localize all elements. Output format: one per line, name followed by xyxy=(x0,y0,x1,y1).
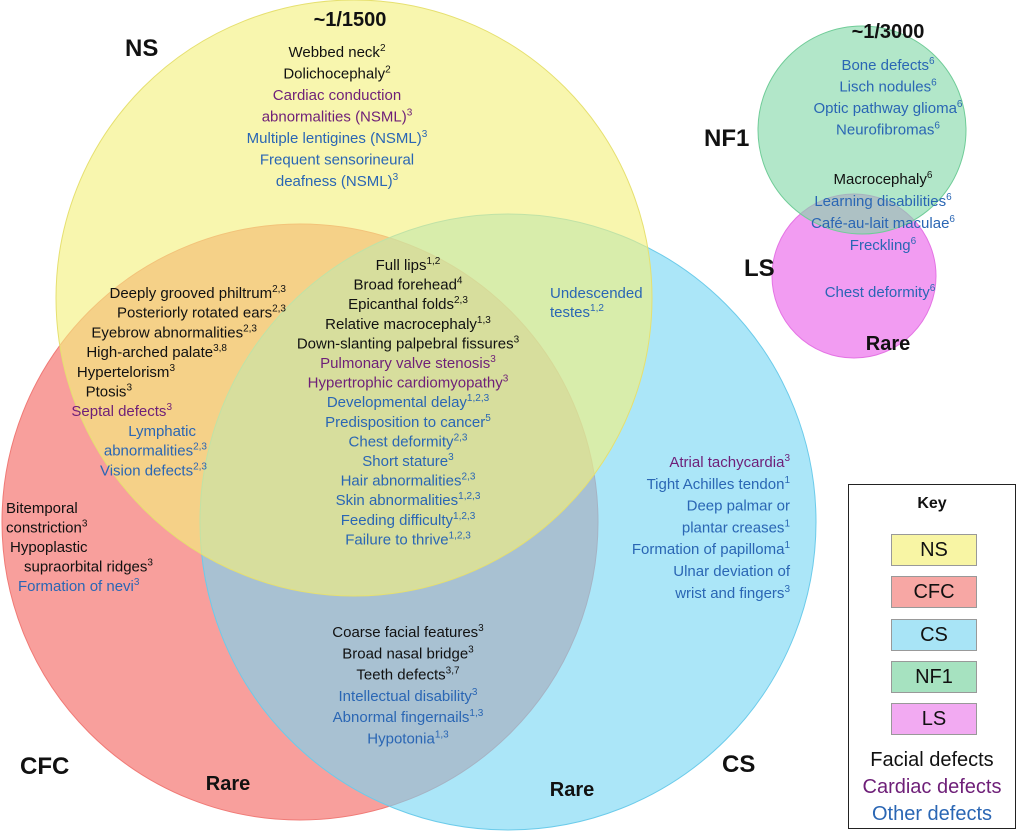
feature-ns-cfc-8: abnormalities2,3 xyxy=(104,442,208,460)
feature-nf1-ls-0: Macrocephaly6 xyxy=(834,170,933,188)
circle-ns xyxy=(55,0,653,597)
feature-cs-only-2: Deep palmar or xyxy=(687,498,790,515)
feature-nf1-ls-3: Freckling6 xyxy=(850,236,917,254)
nf1-prevalence: ~1/3000 xyxy=(852,21,925,43)
feature-ns-cs-0: Undescended xyxy=(550,285,643,302)
feature-ls-only-0: Chest deformity6 xyxy=(825,283,936,301)
feature-cfc-only-4: Formation of nevi3 xyxy=(18,577,140,595)
feature-nf1-only-1: Lisch nodules6 xyxy=(839,78,937,96)
feature-ns-cs-1: testes1,2 xyxy=(550,303,604,321)
key-facial-defects: Facial defects xyxy=(870,749,994,771)
venn-circles xyxy=(1,0,967,831)
feature-nf1-ls-1: Learning disabilities6 xyxy=(814,192,952,210)
key-swatch-nf1: NF1 xyxy=(891,661,977,693)
feature-cs-only-1: Tight Achilles tendon1 xyxy=(647,475,791,493)
key-swatch-ns: NS xyxy=(891,534,977,566)
feature-ns-only-1: Dolichocephaly2 xyxy=(283,65,391,83)
feature-center-4: Down-slanting palpebral fissures3 xyxy=(297,334,520,352)
feature-center-6: Hypertrophic cardiomyopathy3 xyxy=(308,374,509,392)
cs-prevalence: Rare xyxy=(550,779,594,801)
feature-cs-only-4: Formation of papilloma1 xyxy=(632,540,791,558)
ls-prevalence: Rare xyxy=(866,333,910,355)
circle-nf1 xyxy=(757,25,967,235)
feature-ns-cfc-1: Posteriorly rotated ears2,3 xyxy=(117,304,286,322)
feature-center-13: Feeding difficulty1,2,3 xyxy=(341,511,476,529)
feature-cs-only-0: Atrial tachycardia3 xyxy=(669,453,790,471)
feature-ns-cfc-9: Vision defects2,3 xyxy=(100,461,207,479)
feature-center-11: Hair abnormalities2,3 xyxy=(341,472,476,490)
feature-ns-cfc-3: High-arched palate3,8 xyxy=(86,343,227,361)
feature-nf1-ls-2: Café-au-lait maculae6 xyxy=(811,214,955,232)
feature-nf1-only-3: Neurofibromas6 xyxy=(836,121,940,139)
ns-prevalence: ~1/1500 xyxy=(314,9,387,31)
cs-label: CS xyxy=(722,751,755,778)
feature-center-7: Developmental delay1,2,3 xyxy=(327,393,490,411)
cfc-label: CFC xyxy=(20,753,69,780)
cfc-prevalence: Rare xyxy=(206,773,250,795)
feature-center-0: Full lips1,2 xyxy=(376,256,441,274)
feature-cfc-cs-2: Teeth defects3,7 xyxy=(356,666,460,684)
feature-cfc-only-0: Bitemporal xyxy=(6,500,78,517)
feature-ns-only-0: Webbed neck2 xyxy=(288,43,385,61)
feature-center-3: Relative macrocephaly1,3 xyxy=(325,315,491,333)
feature-nf1-only-2: Optic pathway glioma6 xyxy=(814,99,963,117)
feature-ns-cfc-4: Hypertelorism3 xyxy=(77,363,176,381)
key-swatch-cs: CS xyxy=(891,619,977,651)
feature-center-8: Predisposition to cancer5 xyxy=(325,413,491,431)
feature-ns-cfc-0: Deeply grooved philtrum2,3 xyxy=(110,284,287,302)
feature-ns-only-2: Cardiac conduction xyxy=(273,87,401,104)
feature-ns-cfc-6: Septal defects3 xyxy=(71,402,172,420)
feature-cfc-only-2: Hypoplastic xyxy=(10,539,88,556)
feature-cs-only-5: Ulnar deviation of xyxy=(673,563,791,580)
feature-cs-only-3: plantar creases1 xyxy=(682,518,791,536)
feature-center-14: Failure to thrive1,2,3 xyxy=(345,530,471,548)
feature-cfc-cs-5: Hypotonia1,3 xyxy=(367,730,449,748)
feature-center-5: Pulmonary valve stenosis3 xyxy=(320,354,496,372)
feature-center-10: Short stature3 xyxy=(362,452,454,470)
feature-ns-only-5: Frequent sensorineural xyxy=(260,152,414,169)
feature-cfc-only-1: constriction3 xyxy=(6,519,88,537)
feature-ns-only-3: abnormalities (NSML)3 xyxy=(262,108,413,126)
feature-ns-only-4: Multiple lentigines (NSML)3 xyxy=(247,129,428,147)
nf1-label: NF1 xyxy=(704,125,749,152)
feature-ns-cfc-5: Ptosis3 xyxy=(86,383,133,401)
feature-center-1: Broad forehead4 xyxy=(354,276,463,294)
key-swatch-cfc: CFC xyxy=(891,576,977,608)
feature-cfc-only-3: supraorbital ridges3 xyxy=(24,558,153,576)
feature-center-12: Skin abnormalities1,2,3 xyxy=(336,491,481,509)
feature-ns-only-6: deafness (NSML)3 xyxy=(276,172,399,190)
key-other-defects: Other defects xyxy=(871,803,993,825)
key-box: Key NS CFC CS NF1 LS Facial defects Card… xyxy=(848,484,1016,829)
feature-ns-cfc-7: Lymphatic xyxy=(128,423,196,440)
feature-center-2: Epicanthal folds2,3 xyxy=(348,295,468,313)
feature-ns-cfc-2: Eyebrow abnormalities2,3 xyxy=(91,323,257,341)
feature-cs-only-6: wrist and fingers3 xyxy=(674,584,790,602)
feature-nf1-only-0: Bone defects6 xyxy=(841,56,935,74)
feature-cfc-cs-3: Intellectual disability3 xyxy=(339,687,478,705)
key-swatch-ls: LS xyxy=(891,703,977,735)
key-title: Key xyxy=(917,495,947,512)
ns-label: NS xyxy=(125,35,158,62)
feature-cfc-cs-4: Abnormal fingernails1,3 xyxy=(333,708,484,726)
feature-cfc-cs-1: Broad nasal bridge3 xyxy=(342,644,474,662)
feature-center-9: Chest deformity2,3 xyxy=(349,432,468,450)
feature-cfc-cs-0: Coarse facial features3 xyxy=(332,623,484,641)
key-cardiac-defects: Cardiac defects xyxy=(862,776,1002,798)
ls-label: LS xyxy=(744,255,775,282)
